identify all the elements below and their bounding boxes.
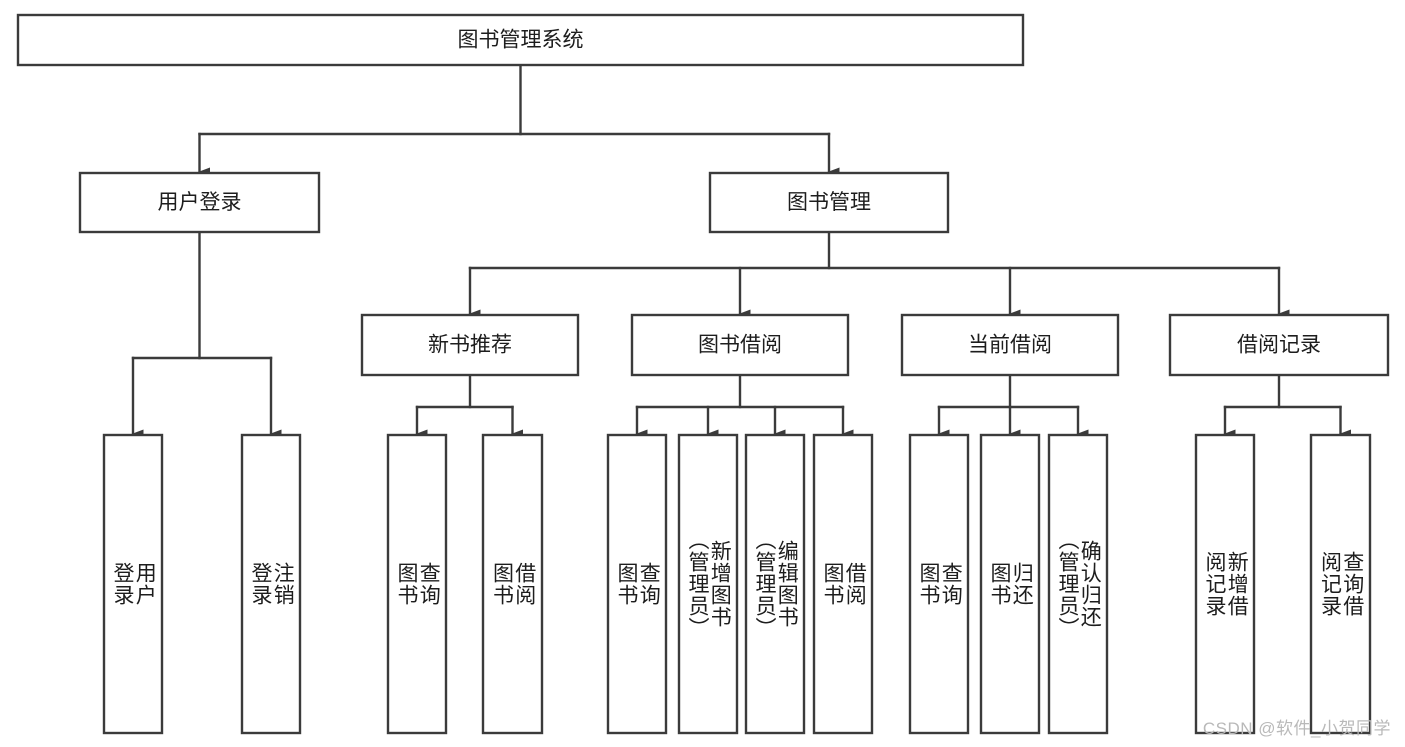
node-label: 用户 登录: [111, 562, 157, 606]
connector-current-borrow-to-leaves: [937, 373, 1089, 439]
node-label: 新增图书 （管理员）: [686, 529, 732, 639]
leaf-label-box: 借阅 图书: [821, 562, 867, 606]
leaf-label-box: 查询 图书: [615, 562, 661, 606]
node-label: 查询借 阅记录: [1318, 551, 1364, 617]
node-label: 借阅 图书: [490, 562, 536, 606]
node-leaf-10[interactable]: 确认归还 （管理员）: [1047, 433, 1109, 735]
node-label: 图书管理: [787, 191, 871, 214]
node-leaf-5[interactable]: 新增图书 （管理员）: [677, 433, 739, 735]
node-leaf-7[interactable]: 借阅 图书: [812, 433, 874, 735]
node-label: 归还 图书: [988, 562, 1034, 606]
node-current-borrow[interactable]: 当前借阅: [900, 313, 1120, 377]
node-leaf-12[interactable]: 查询借 阅记录: [1309, 433, 1372, 735]
connector-book-mgmt-to-level3: [468, 230, 1290, 319]
node-book-management[interactable]: 图书管理: [708, 171, 950, 234]
connector-borrow-book-to-leaves: [635, 373, 854, 439]
node-label: 借阅记录: [1237, 334, 1321, 357]
node-label: 查询 图书: [395, 562, 441, 606]
node-label: 确认归还 （管理员）: [1056, 529, 1102, 639]
node-label: 编辑图书 （管理员）: [753, 529, 799, 639]
node-borrow-record[interactable]: 借阅记录: [1168, 313, 1390, 377]
leaf-label-box: 用户 登录: [111, 562, 157, 606]
leaf-label-box: 借阅 图书: [490, 562, 536, 606]
node-label: 图书借阅: [698, 334, 782, 357]
connector-user-login-to-leaves: [131, 230, 282, 439]
leaf-label-box: 归还 图书: [988, 562, 1034, 606]
node-root-book-management-system[interactable]: 图书管理系统: [16, 13, 1025, 67]
node-label: 当前借阅: [968, 334, 1052, 357]
node-leaf-3[interactable]: 借阅 图书: [481, 433, 544, 735]
node-label: 图书管理系统: [458, 29, 584, 52]
leaf-label-box: 查询 图书: [395, 562, 441, 606]
node-leaf-4[interactable]: 查询 图书: [606, 433, 668, 735]
leaf-label-box: 查询借 阅记录: [1318, 551, 1364, 617]
node-new-book-recommend[interactable]: 新书推荐: [360, 313, 580, 377]
node-leaf-8[interactable]: 查询 图书: [908, 433, 970, 735]
node-label: 查询 图书: [917, 562, 963, 606]
connector-new-book-to-leaves: [415, 373, 523, 439]
leaf-label-box: 新增图书 （管理员）: [686, 529, 732, 639]
node-label: 新增借 阅记录: [1203, 551, 1249, 617]
node-leaf-9[interactable]: 归还 图书: [979, 433, 1041, 735]
node-leaf-11[interactable]: 新增借 阅记录: [1194, 433, 1256, 735]
node-label: 借阅 图书: [821, 562, 867, 606]
node-leaf-0[interactable]: 用户 登录: [102, 433, 164, 735]
leaf-label-box: 编辑图书 （管理员）: [753, 529, 799, 639]
node-label: 新书推荐: [428, 334, 512, 357]
node-leaf-2[interactable]: 查询 图书: [386, 433, 448, 735]
leaf-label-box: 新增借 阅记录: [1203, 551, 1249, 617]
leaf-label-box: 查询 图书: [917, 562, 963, 606]
node-leaf-1[interactable]: 注销 登录: [240, 433, 302, 735]
edges-layer: [131, 63, 1351, 439]
node-user-login[interactable]: 用户登录: [78, 171, 321, 234]
connector-root-to-level2: [198, 63, 840, 177]
node-label: 注销 登录: [249, 562, 295, 606]
node-label: 查询 图书: [615, 562, 661, 606]
node-label: 用户登录: [158, 191, 242, 214]
leaf-label-box: 注销 登录: [249, 562, 295, 606]
connector-borrow-record-to-leaves: [1223, 373, 1351, 439]
node-book-borrow[interactable]: 图书借阅: [630, 313, 850, 377]
node-leaf-6[interactable]: 编辑图书 （管理员）: [744, 433, 806, 735]
leaf-label-box: 确认归还 （管理员）: [1056, 529, 1102, 639]
